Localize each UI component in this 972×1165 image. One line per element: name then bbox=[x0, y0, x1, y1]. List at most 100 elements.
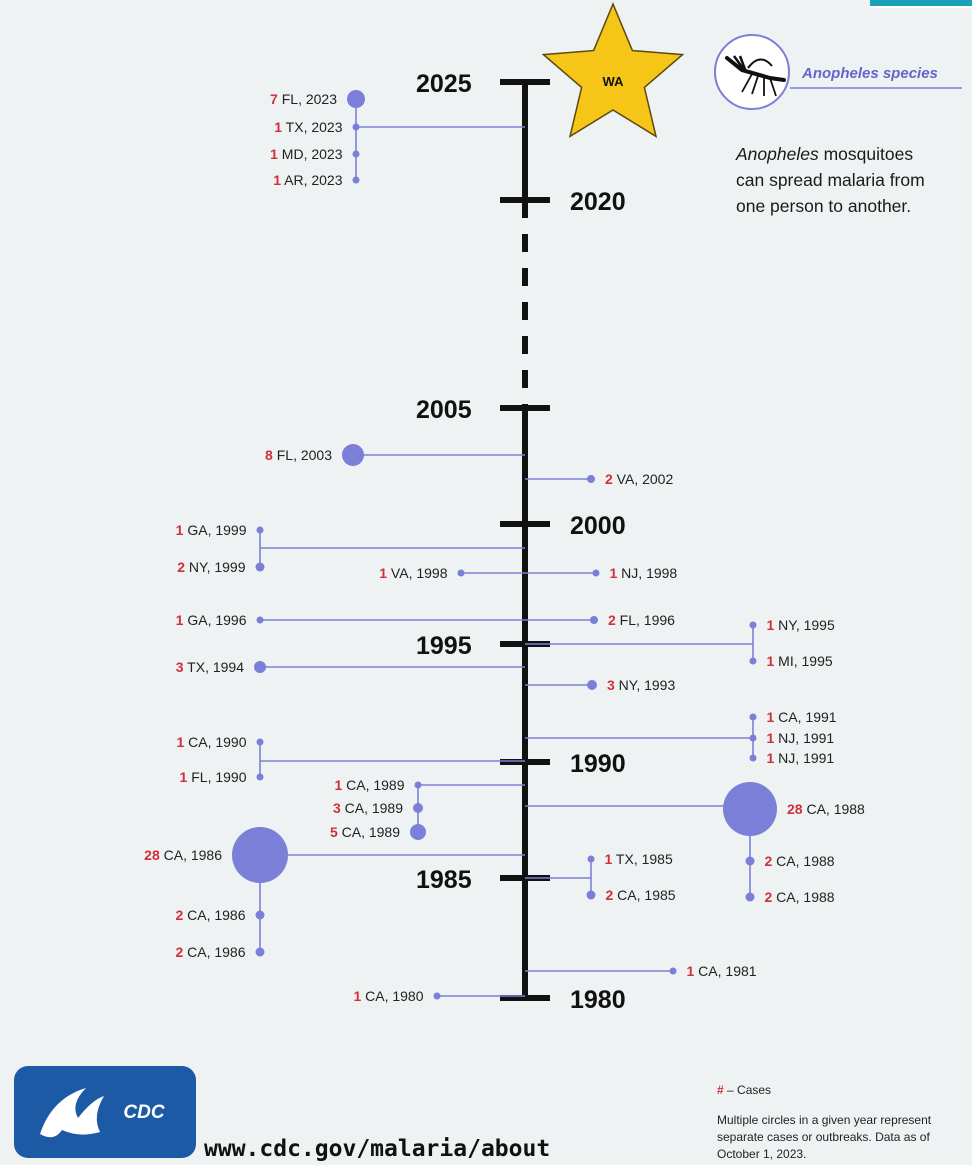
case-label: 2 CA, 1988 bbox=[765, 889, 835, 905]
hhs-eagle-icon bbox=[40, 1088, 104, 1138]
case-state-year: NY, 1999 bbox=[185, 559, 246, 575]
case-count: 28 bbox=[144, 847, 160, 863]
case-marker bbox=[587, 855, 595, 863]
case-state-year: FL, 2023 bbox=[278, 91, 337, 107]
case-label: 2 CA, 1988 bbox=[765, 853, 835, 869]
case-state-year: CA, 1989 bbox=[341, 800, 403, 816]
case-marker bbox=[586, 890, 596, 900]
case-state-year: NJ, 1991 bbox=[774, 730, 834, 746]
case-label: 5 CA, 1989 bbox=[330, 824, 400, 840]
case-marker bbox=[749, 657, 757, 665]
year-label-1990: 1990 bbox=[570, 750, 626, 778]
case-label: 3 TX, 1994 bbox=[176, 659, 244, 675]
case-count: 2 bbox=[175, 907, 183, 923]
year-label-1995: 1995 bbox=[416, 632, 472, 660]
case-marker bbox=[587, 680, 597, 690]
case-state-year: CA, 1991 bbox=[774, 709, 836, 725]
case-count: 3 bbox=[333, 800, 341, 816]
case-state-year: VA, 2002 bbox=[613, 471, 674, 487]
case-state-year: CA, 1989 bbox=[338, 824, 400, 840]
footnote-line1: Multiple circles in a given year represe… bbox=[717, 1113, 932, 1127]
case-state-year: NJ, 1998 bbox=[617, 565, 677, 581]
case-count: 3 bbox=[176, 659, 184, 675]
case-marker bbox=[255, 562, 265, 572]
case-label: 1 MD, 2023 bbox=[270, 146, 343, 162]
cdc-url[interactable]: www.cdc.gov/malaria/about bbox=[204, 1136, 550, 1162]
case-count: 2 bbox=[175, 944, 183, 960]
case-count: 1 bbox=[180, 769, 188, 785]
case-state-year: MD, 2023 bbox=[278, 146, 343, 162]
case-label: 2 VA, 2002 bbox=[605, 471, 673, 487]
event-connectors bbox=[259, 99, 754, 997]
case-marker bbox=[256, 616, 264, 624]
case-count: 1 bbox=[176, 734, 184, 750]
case-state-year: NY, 1995 bbox=[774, 617, 835, 633]
case-label: 28 CA, 1988 bbox=[787, 801, 865, 817]
case-count: 2 bbox=[605, 471, 613, 487]
case-state-year: FL, 1990 bbox=[187, 769, 246, 785]
wa-star-marker bbox=[541, 2, 685, 138]
case-marker bbox=[254, 661, 266, 673]
case-label: 1 CA, 1980 bbox=[353, 988, 423, 1004]
case-state-year: CA, 1989 bbox=[342, 777, 404, 793]
case-label: 1 NJ, 1991 bbox=[767, 730, 835, 746]
wa-star-label: WA bbox=[603, 74, 625, 89]
top-right-accent bbox=[870, 0, 972, 6]
case-marker bbox=[352, 150, 360, 158]
case-count: 1 bbox=[605, 851, 613, 867]
case-label: 1 TX, 1985 bbox=[605, 851, 673, 867]
case-state-year: NJ, 1991 bbox=[774, 750, 834, 766]
case-count: 1 bbox=[273, 172, 281, 188]
case-count: 1 bbox=[353, 988, 361, 1004]
case-marker bbox=[749, 621, 757, 629]
case-marker bbox=[255, 910, 265, 920]
case-count: 2 bbox=[765, 853, 773, 869]
case-state-year: TX, 2023 bbox=[282, 119, 343, 135]
case-state-year: FL, 1996 bbox=[616, 612, 675, 628]
case-label: 3 NY, 1993 bbox=[607, 677, 675, 693]
case-label: 2 FL, 1996 bbox=[608, 612, 675, 628]
year-label-2025: 2025 bbox=[416, 70, 472, 98]
year-label-2020: 2020 bbox=[570, 188, 626, 216]
case-state-year: CA, 1988 bbox=[803, 801, 865, 817]
case-marker bbox=[414, 781, 422, 789]
cases-key-text: – Cases bbox=[724, 1083, 771, 1097]
case-state-year: VA, 1998 bbox=[387, 565, 448, 581]
case-count: 1 bbox=[274, 119, 282, 135]
case-count: 5 bbox=[330, 824, 338, 840]
case-state-year: CA, 1985 bbox=[613, 887, 675, 903]
case-label: 1 AR, 2023 bbox=[273, 172, 343, 188]
case-marker bbox=[749, 713, 757, 721]
case-marker bbox=[352, 123, 360, 131]
case-marker bbox=[256, 773, 264, 781]
case-marker bbox=[255, 947, 265, 957]
case-label: 7 FL, 2023 bbox=[270, 91, 337, 107]
case-count: 1 bbox=[687, 963, 695, 979]
species-title: Anopheles species bbox=[801, 65, 938, 82]
case-count: 1 bbox=[176, 522, 184, 538]
event-markers bbox=[232, 90, 777, 1000]
case-marker bbox=[749, 734, 757, 742]
case-state-year: CA, 1986 bbox=[160, 847, 222, 863]
case-count: 1 bbox=[767, 709, 775, 725]
case-count: 3 bbox=[607, 677, 615, 693]
case-count: 1 bbox=[610, 565, 618, 581]
case-count: 2 bbox=[608, 612, 616, 628]
case-state-year: GA, 1999 bbox=[183, 522, 246, 538]
year-label-1985: 1985 bbox=[416, 866, 472, 894]
case-marker bbox=[749, 754, 757, 762]
case-marker bbox=[347, 90, 365, 108]
case-label: 1 NY, 1995 bbox=[767, 617, 835, 633]
case-state-year: NY, 1993 bbox=[615, 677, 676, 693]
species-note-line3: one person to another. bbox=[736, 196, 911, 216]
case-count: 1 bbox=[767, 617, 775, 633]
case-state-year: TX, 1985 bbox=[612, 851, 673, 867]
case-label: 1 GA, 1996 bbox=[176, 612, 247, 628]
case-count: 1 bbox=[767, 750, 775, 766]
case-count: 1 bbox=[767, 730, 775, 746]
case-count: 1 bbox=[379, 565, 387, 581]
year-label-2005: 2005 bbox=[416, 396, 472, 424]
case-marker bbox=[352, 176, 360, 184]
species-note-line2: can spread malaria from bbox=[736, 170, 925, 190]
case-label: 1 CA, 1989 bbox=[334, 777, 404, 793]
